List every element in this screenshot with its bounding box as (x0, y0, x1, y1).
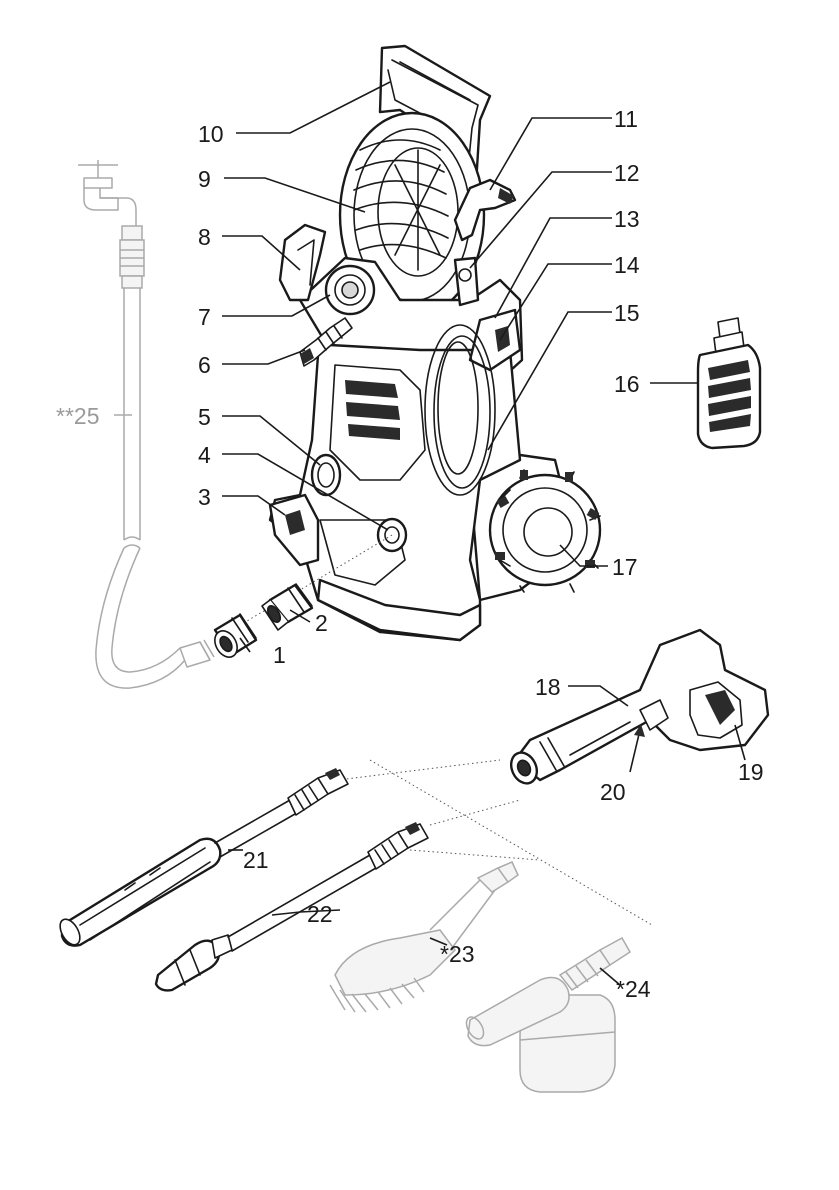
label-11: 11 (614, 106, 638, 132)
part-21-vario-power-spray-lance (56, 768, 348, 948)
label-6: 6 (198, 352, 211, 378)
label-13: 13 (614, 206, 640, 232)
part-1-hose-coupling (210, 614, 256, 661)
label-2: 2 (315, 610, 328, 636)
label-9: 9 (198, 166, 211, 192)
label-25: **25 (56, 403, 99, 429)
part-23-wash-brush (330, 862, 518, 1012)
main-unit (240, 46, 600, 640)
label-12: 12 (614, 160, 640, 186)
label-22: 22 (307, 901, 333, 927)
label-21: 21 (243, 847, 269, 873)
label-4: 4 (198, 442, 211, 468)
part-24-foam-nozzle (463, 938, 630, 1092)
label-17: 17 (612, 554, 638, 580)
label-8: 8 (198, 224, 211, 250)
part-25-garden-hose: **25 (56, 160, 214, 688)
label-23: *23 (440, 941, 475, 967)
label-20: 20 (600, 779, 626, 805)
label-24: *24 (616, 976, 651, 1002)
label-18: 18 (535, 674, 561, 700)
part-16-detergent-bottle (698, 318, 760, 448)
part-18-trigger-gun (506, 630, 768, 788)
label-7: 7 (198, 304, 211, 330)
label-19: 19 (738, 759, 764, 785)
label-16: 16 (614, 371, 640, 397)
label-3: 3 (198, 484, 211, 510)
label-15: 15 (614, 300, 640, 326)
label-14: 14 (614, 252, 640, 278)
label-5: 5 (198, 404, 211, 430)
label-1: 1 (273, 642, 286, 668)
part-2-adapter (262, 584, 312, 630)
label-10: 10 (198, 121, 224, 147)
